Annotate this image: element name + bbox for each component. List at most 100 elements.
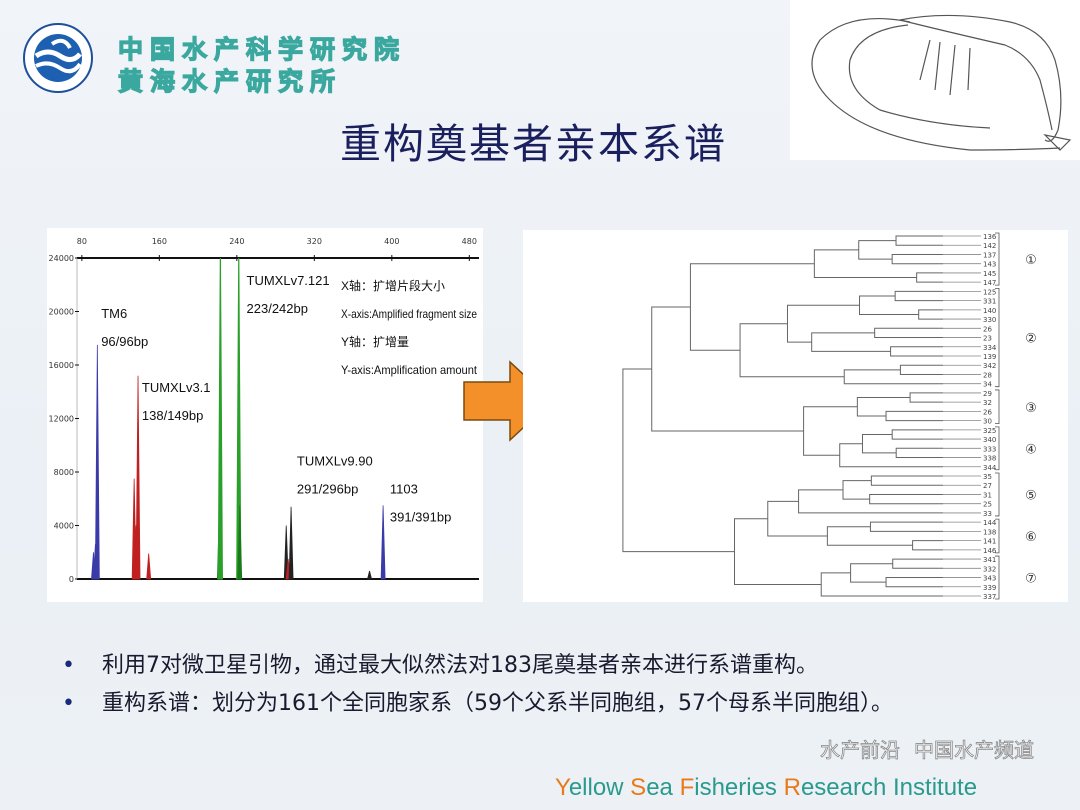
dendrogram-branch — [895, 447, 943, 459]
leaf-label: 143 — [983, 261, 996, 269]
dendrogram-branch — [811, 332, 891, 352]
dendrogram-branch — [843, 369, 943, 385]
leaf-label: 144 — [983, 519, 997, 527]
leaf-label: 29 — [983, 390, 992, 398]
dendrogram-branch — [689, 263, 815, 351]
dendrogram-branch — [912, 540, 943, 551]
group-bracket — [995, 389, 1000, 425]
leaf-label: 334 — [983, 344, 997, 352]
leaf-label: 330 — [983, 316, 996, 324]
dendrogram-branch — [786, 304, 860, 343]
leaf-label: 325 — [983, 427, 996, 435]
dendrogram-branch — [850, 563, 893, 583]
group-label: ⑤ — [1025, 488, 1037, 503]
bullet-dot: • — [62, 653, 75, 678]
x-tick-label: 400 — [384, 237, 399, 246]
leaf-label: 333 — [983, 445, 996, 453]
leaf-label: 343 — [983, 575, 996, 583]
y-tick-label: 16000 — [49, 361, 74, 370]
axis-legend-text: Y-axis:Amplification amount — [341, 363, 478, 377]
watermark: 水产前沿 中国水产频道 — [820, 738, 1035, 763]
y-tick-label: 12000 — [49, 415, 74, 424]
bullet-dot: • — [62, 691, 75, 716]
leaf-label: 337 — [983, 593, 996, 601]
dendrogram-branch — [798, 489, 943, 514]
bullet-item: •利用7对微卫星引物，通过最大似然法对183尾奠基者亲本进行系谱重构。 — [62, 650, 1062, 682]
institute-logo — [23, 23, 93, 93]
peak — [367, 570, 373, 580]
x-tick-label: 160 — [152, 237, 167, 246]
leaf-label: 342 — [983, 362, 996, 370]
leaf-label: 35 — [983, 473, 992, 481]
axis-legend-text: Y轴：扩增量 — [341, 334, 409, 349]
dendrogram-branch — [734, 518, 822, 585]
group-bracket — [995, 426, 1000, 471]
peak-label-name: TM6 — [101, 306, 127, 321]
leaf-label: 30 — [983, 418, 992, 426]
dendrogram-branch — [622, 368, 735, 553]
bullet-item: •重构系谱：划分为161个全同胞家系（59个父系半同胞组，57个母系半同胞组）。 — [62, 688, 1062, 720]
dendrogram-branch — [869, 493, 943, 505]
pedigree-dendrogram: ①②③④⑤⑥⑦136142137143145147125331140330262… — [523, 230, 1068, 602]
watermark-line1: 水产前沿 — [820, 738, 901, 763]
peak-label-name: 1103 — [390, 481, 418, 496]
dendrogram-branch — [890, 346, 943, 357]
y-tick-label: 4000 — [54, 522, 74, 531]
leaf-label: 33 — [983, 510, 992, 518]
leaf-label: 26 — [983, 408, 992, 416]
bullet-list: •利用7对微卫星引物，通过最大似然法对183尾奠基者亲本进行系谱重构。 •重构系… — [62, 650, 1062, 726]
footer-initial: S — [630, 774, 647, 801]
x-tick-label: 80 — [77, 237, 87, 246]
footer-initial: F — [679, 774, 695, 801]
footer-institute-name: Yellow Sea Fisheries Research Institute — [555, 774, 977, 802]
leaf-label: 147 — [983, 279, 996, 287]
x-tick-label: 240 — [229, 237, 244, 246]
group-label: ① — [1025, 253, 1037, 268]
dendrogram-branch — [891, 253, 943, 265]
group-bracket — [995, 518, 1000, 554]
x-tick-label: 320 — [307, 237, 322, 246]
footer-word: isheries — [694, 774, 784, 801]
y-tick-label: 20000 — [49, 308, 74, 317]
group-label: ⑦ — [1025, 572, 1037, 587]
dendrogram-branch — [916, 272, 943, 283]
dendrogram-branch — [856, 397, 911, 417]
shrimp-illustration — [790, 0, 1080, 160]
leaf-label: 31 — [983, 491, 992, 499]
leaf-label: 139 — [983, 353, 996, 361]
dendrogram-branch — [885, 410, 943, 422]
dendrogram-branch — [891, 429, 943, 440]
peak-label-name: TUMXLv3.1 — [142, 380, 211, 395]
leaf-label: 25 — [983, 501, 992, 509]
footer-word: ea — [646, 774, 680, 801]
group-label: ⑥ — [1025, 530, 1037, 545]
y-tick-label: 8000 — [54, 468, 74, 477]
y-tick-label: 24000 — [49, 254, 74, 263]
peak-label-name: TUMXLv7.121 — [247, 273, 330, 288]
leaf-label: 146 — [983, 547, 997, 555]
group-bracket — [995, 287, 1000, 388]
peak — [217, 257, 223, 580]
group-bracket — [995, 555, 1000, 600]
peak — [380, 505, 386, 580]
dendrogram-branch — [892, 558, 943, 569]
peak-label-name: TUMXLv9.90 — [297, 453, 373, 468]
leaf-label: 137 — [983, 251, 996, 259]
group-label: ④ — [1025, 442, 1037, 457]
dendrogram-branch — [895, 235, 943, 246]
peak — [135, 375, 141, 580]
leaf-label: 332 — [983, 565, 996, 573]
peak — [288, 506, 294, 580]
leaf-label: 138 — [983, 528, 996, 536]
group-label: ③ — [1025, 401, 1037, 416]
leaf-label: 27 — [983, 482, 992, 490]
peak-label-size: 138/149bp — [142, 408, 203, 423]
peak-label-size: 291/296bp — [297, 481, 358, 496]
dendrogram-branch — [874, 327, 943, 339]
x-tick-label: 480 — [462, 237, 477, 246]
leaf-label: 341 — [983, 556, 996, 564]
peak — [146, 553, 152, 580]
leaf-label: 331 — [983, 298, 996, 306]
leaf-label: 340 — [983, 436, 996, 444]
